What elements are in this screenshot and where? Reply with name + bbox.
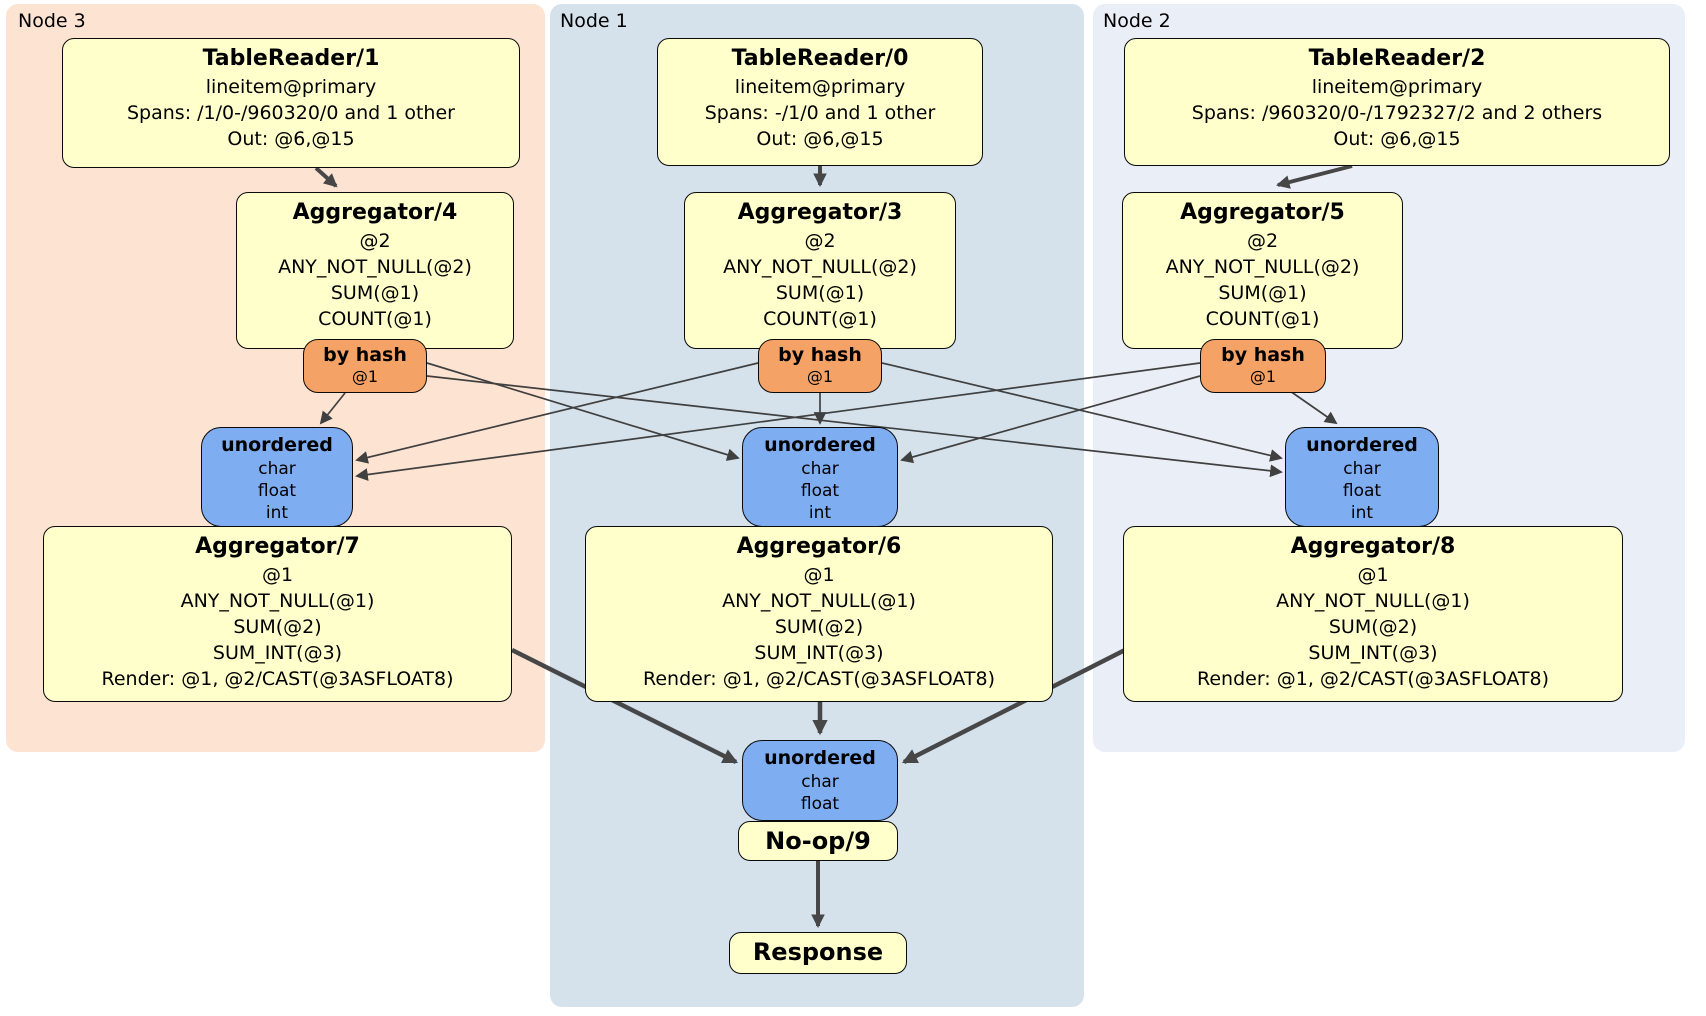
processor-detail: Render: @1, @2/CAST(@3ASFLOAT8)	[643, 668, 995, 690]
processor-detail: SUM_INT(@3)	[754, 642, 884, 664]
router-detail: @1	[351, 367, 379, 386]
processor-detail: lineitem@primary	[734, 76, 906, 98]
processor-aggregator-4: Aggregator/4 @2 ANY_NOT_NULL(@2) SUM(@1)…	[236, 192, 514, 349]
processor-detail: @1	[261, 564, 294, 586]
processor-detail: ANY_NOT_NULL(@1)	[180, 590, 375, 612]
sync-detail: int	[265, 503, 289, 523]
sync-unordered-6: unordered char float int	[742, 427, 898, 527]
sync-detail: char	[1343, 459, 1381, 479]
processor-detail: Out: @6,@15	[756, 128, 884, 150]
processor-detail: Out: @6,@15	[1333, 128, 1461, 150]
processor-detail: SUM(@2)	[774, 616, 864, 638]
router-by-hash-3: by hash @1	[758, 339, 882, 393]
router-title: by hash	[1221, 344, 1305, 366]
processor-detail: SUM(@1)	[330, 282, 420, 304]
sync-detail: float	[1342, 481, 1382, 501]
processor-detail: @1	[1357, 564, 1389, 586]
processor-aggregator-6: Aggregator/6 @1 ANY_NOT_NULL(@1) SUM(@2)…	[585, 526, 1053, 702]
processor-detail: @2	[1246, 230, 1279, 252]
processor-title: Aggregator/5	[1180, 200, 1345, 225]
processor-detail: @2	[804, 230, 836, 252]
processor-detail: SUM(@1)	[775, 282, 865, 304]
router-by-hash-5: by hash @1	[1200, 339, 1326, 393]
processor-aggregator-8: Aggregator/8 @1 ANY_NOT_NULL(@1) SUM(@2)…	[1123, 526, 1623, 702]
processor-detail: SUM(@2)	[1328, 616, 1418, 638]
processor-detail: Render: @1, @2/CAST(@3ASFLOAT8)	[1197, 668, 1549, 690]
processor-detail: @1	[803, 564, 835, 586]
router-by-hash-4: by hash @1	[303, 339, 427, 393]
processor-detail: ANY_NOT_NULL(@1)	[1276, 590, 1470, 612]
router-detail: @1	[1249, 367, 1277, 386]
sync-detail: float	[800, 481, 840, 501]
router-title: by hash	[778, 344, 862, 366]
processor-detail: Spans: -/1/0 and 1 other	[704, 102, 936, 124]
processor-detail: SUM(@2)	[233, 616, 322, 638]
processor-tablereader-0: TableReader/0 lineitem@primary Spans: -/…	[657, 38, 983, 166]
processor-title: Aggregator/8	[1290, 534, 1456, 559]
processor-detail: lineitem@primary	[205, 76, 377, 98]
processor-detail: COUNT(@1)	[763, 308, 877, 330]
processor-detail: ANY_NOT_NULL(@1)	[722, 590, 916, 612]
processor-detail: ANY_NOT_NULL(@2)	[278, 256, 472, 278]
processor-aggregator-3: Aggregator/3 @2 ANY_NOT_NULL(@2) SUM(@1)…	[684, 192, 956, 349]
sync-detail: float	[257, 481, 297, 501]
processor-noop-9: No-op/9	[738, 821, 898, 861]
processor-detail: lineitem@primary	[1311, 76, 1483, 98]
processor-aggregator-7: Aggregator/7 @1 ANY_NOT_NULL(@1) SUM(@2)…	[43, 526, 512, 702]
router-title: by hash	[323, 344, 407, 366]
processor-tablereader-2: TableReader/2 lineitem@primary Spans: /9…	[1124, 38, 1670, 166]
node1-label: Node 1	[560, 10, 628, 32]
node3-label: Node 3	[18, 10, 86, 32]
processor-detail: ANY_NOT_NULL(@2)	[723, 256, 917, 278]
processor-response: Response	[729, 932, 907, 974]
sync-detail: char	[801, 459, 839, 479]
processor-title: No-op/9	[765, 827, 871, 855]
sync-detail: float	[800, 794, 840, 814]
node2-label: Node 2	[1103, 10, 1171, 32]
sync-detail: int	[1350, 503, 1374, 523]
sync-title: unordered	[1306, 434, 1418, 456]
processor-detail: Out: @6,@15	[227, 128, 355, 150]
sync-title: unordered	[764, 747, 876, 769]
sync-unordered-8: unordered char float int	[1285, 427, 1439, 527]
processor-detail: COUNT(@1)	[1205, 308, 1320, 330]
sync-detail: int	[808, 503, 832, 523]
processor-tablereader-1: TableReader/1 lineitem@primary Spans: /1…	[62, 38, 520, 168]
processor-title: TableReader/2	[1308, 46, 1486, 71]
processor-title: Aggregator/6	[736, 534, 902, 559]
router-detail: @1	[806, 367, 834, 386]
processor-detail: Render: @1, @2/CAST(@3ASFLOAT8)	[101, 668, 454, 690]
sync-unordered-7: unordered char float int	[201, 427, 353, 527]
processor-detail: Spans: /960320/0-/1792327/2 and 2 others	[1191, 102, 1603, 124]
sync-detail: char	[801, 772, 839, 792]
sync-detail: char	[258, 459, 296, 479]
processor-title: Aggregator/7	[195, 534, 360, 559]
processor-detail: Spans: /1/0-/960320/0 and 1 other	[127, 102, 455, 124]
processor-aggregator-5: Aggregator/5 @2 ANY_NOT_NULL(@2) SUM(@1)…	[1122, 192, 1403, 349]
processor-detail: @2	[359, 230, 391, 252]
sync-title: unordered	[764, 434, 876, 456]
processor-title: TableReader/0	[731, 46, 909, 71]
processor-title: Response	[752, 938, 884, 966]
sync-unordered-9: unordered char float	[742, 740, 898, 821]
processor-detail: SUM_INT(@3)	[1308, 642, 1438, 664]
processor-detail: COUNT(@1)	[318, 308, 432, 330]
processor-title: Aggregator/3	[737, 200, 903, 225]
processor-detail: ANY_NOT_NULL(@2)	[1165, 256, 1360, 278]
processor-title: TableReader/1	[202, 46, 380, 71]
processor-detail: SUM(@1)	[1218, 282, 1307, 304]
sync-title: unordered	[221, 434, 333, 456]
processor-detail: SUM_INT(@3)	[212, 642, 343, 664]
processor-title: Aggregator/4	[292, 200, 458, 225]
